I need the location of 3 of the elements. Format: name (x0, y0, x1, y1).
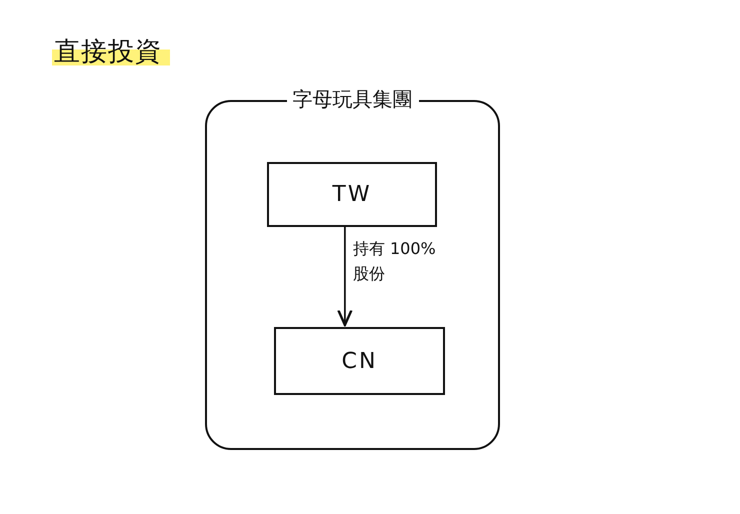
arrow (337, 225, 353, 326)
entity-box: CN (274, 327, 445, 395)
entity-box: TW (267, 162, 437, 227)
